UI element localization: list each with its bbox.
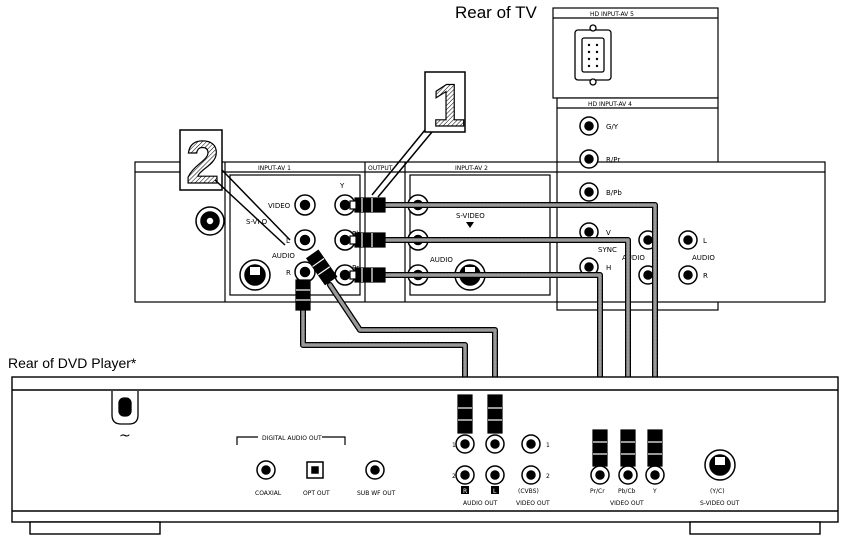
sync-label: SYNC (598, 246, 617, 254)
audio-label-av1: AUDIO (272, 252, 295, 260)
av1-jacks (294, 194, 316, 283)
opt-out-label: OPT OUT (303, 490, 330, 497)
rear-of-dvd-caption: Rear of DVD Player* (8, 355, 137, 371)
audio-cables (300, 282, 498, 398)
hd-av4-jacks (579, 116, 599, 277)
y-label-dvd: Y (652, 488, 657, 495)
r-badge: R (463, 488, 467, 495)
coaxial-label: COAXIAL (255, 490, 282, 497)
num1-right: 1 (546, 442, 550, 449)
antenna-jack-icon (195, 206, 225, 236)
video-out-cvbs-label: VIDEO OUT (516, 500, 550, 507)
audio-label-right: AUDIO (692, 254, 715, 262)
yc-label: (Y/C) (710, 488, 725, 495)
digital-audio-bracket (236, 436, 346, 445)
callout-2: 2 (179, 128, 291, 246)
y-label-output: Y (339, 182, 345, 190)
pb-cb-label: Pb/Cb (618, 488, 636, 495)
input-av1-label: INPUT-AV 1 (258, 165, 291, 172)
r-label-right: R (703, 272, 708, 280)
sub-wf-out-label: SUB WF OUT (357, 490, 396, 497)
tv-output-plugs (349, 197, 386, 283)
hd-input-av4-label: HD INPUT-AV 4 (588, 101, 632, 108)
cvbs-label: (CVBS) (518, 488, 539, 495)
num2-left: 2 (452, 473, 456, 480)
num1-left: 1 (452, 442, 456, 449)
v-label: V (606, 229, 611, 237)
ac-symbol: ~ (119, 428, 131, 444)
num2-right: 2 (546, 473, 550, 480)
audio-out-label: AUDIO OUT (463, 500, 498, 507)
dvd-video-plugs (592, 429, 663, 467)
l-badge: L (493, 488, 497, 495)
svg-text:2: 2 (186, 129, 219, 196)
tv-audio-plugs (295, 249, 338, 311)
vga-connector-icon (574, 24, 612, 86)
l-label-av1: L (286, 237, 290, 245)
dvd-body (11, 376, 839, 535)
rear-of-tv-caption: Rear of TV (455, 3, 537, 22)
audio-label-av2: AUDIO (430, 256, 453, 264)
dvd-component-jacks (590, 465, 665, 485)
rpr-label: R/Pr (606, 156, 620, 164)
power-inlet-icon (111, 391, 139, 425)
video-label: VIDEO (268, 202, 291, 210)
av1-svideo-jack-icon (239, 259, 271, 291)
s-video-label-av1: S-VI O (246, 218, 268, 226)
dvd-audio-out-jacks (455, 434, 541, 485)
r-label-av1: R (286, 269, 291, 277)
output-label: OUTPUT (368, 165, 393, 172)
l-label-right: L (703, 237, 707, 245)
input-av2-label: INPUT-AV 2 (455, 165, 488, 172)
bpb-label: B/Pb (606, 189, 622, 197)
callout-1: 1 (371, 71, 466, 198)
s-video-out-label: S-VIDEO OUT (700, 500, 740, 507)
dvd-svideo-jack-icon (704, 449, 736, 481)
gy-label: G/Y (606, 123, 619, 131)
dvd-audio-plugs (457, 394, 503, 434)
h-label: H (606, 264, 611, 272)
dvd-digital-jacks (256, 460, 385, 480)
audio-label-mid: AUDIO (622, 254, 645, 262)
hd-input-av5-label: HD INPUT-AV 5 (590, 11, 634, 18)
s-video-label-av2: S-VIDEO (456, 212, 485, 220)
digital-audio-out-label: DIGITAL AUDIO OUT (262, 435, 322, 442)
pr-cr-label: Pr/Cr (590, 488, 605, 495)
video-out-label: VIDEO OUT (610, 500, 644, 507)
svg-text:1: 1 (432, 72, 465, 139)
